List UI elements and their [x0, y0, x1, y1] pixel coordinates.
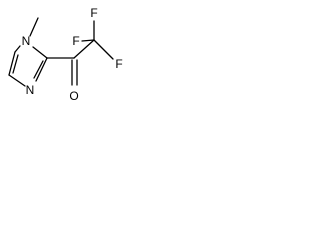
bond-c2-n3 [35, 57, 48, 82]
atom-n1-label: N [22, 34, 31, 48]
imidazole-ring [8, 45, 48, 87]
bond-c2-n3-inner [33, 60, 44, 79]
atom-f-right-label: F [115, 57, 122, 71]
bond-n1-c2 [32, 46, 48, 59]
bond-c4-c5-inner [12, 54, 19, 74]
bond-carbonyl-cf3 [73, 39, 95, 59]
bond-c-f-left [81, 39, 95, 42]
atom-o-label: O [69, 89, 78, 103]
bond-c5-n1 [14, 45, 21, 53]
atom-f-left-label: F [72, 34, 79, 48]
trifluoromethyl-group [81, 20, 114, 60]
bond-c-f-right [93, 39, 114, 60]
bond-c4-c5 [8, 51, 16, 76]
carbonyl-group [71, 59, 78, 86]
bond-n1-methyl [29, 17, 39, 37]
atom-f-top-label: F [90, 6, 97, 20]
bond-n3-c4 [8, 74, 26, 87]
chemical-structure-diagram: N N F F F O [8, 6, 123, 103]
atom-n3-label: N [26, 83, 35, 97]
